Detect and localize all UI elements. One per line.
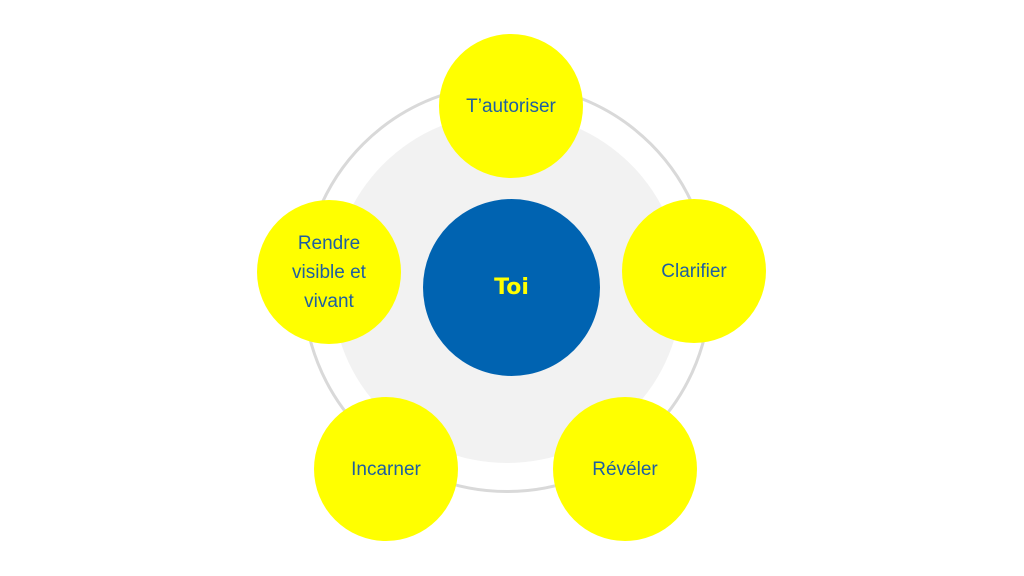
node-label: T’autoriser	[466, 95, 556, 117]
node-rendre-visible-et-vivant: Rendre visible et vivant	[257, 200, 401, 344]
node-label: Révéler	[592, 458, 658, 480]
node-label: Clarifier	[661, 260, 727, 282]
node-tautoriser: T’autoriser	[439, 34, 583, 178]
node-clarifier: Clarifier	[622, 199, 766, 343]
node-label: Rendre visible et vivant	[292, 232, 366, 312]
center-node: Toi	[423, 199, 600, 376]
node-reveler: Révéler	[553, 397, 697, 541]
center-label: Toi	[494, 275, 529, 300]
node-label: Incarner	[351, 458, 421, 480]
node-incarner: Incarner	[314, 397, 458, 541]
